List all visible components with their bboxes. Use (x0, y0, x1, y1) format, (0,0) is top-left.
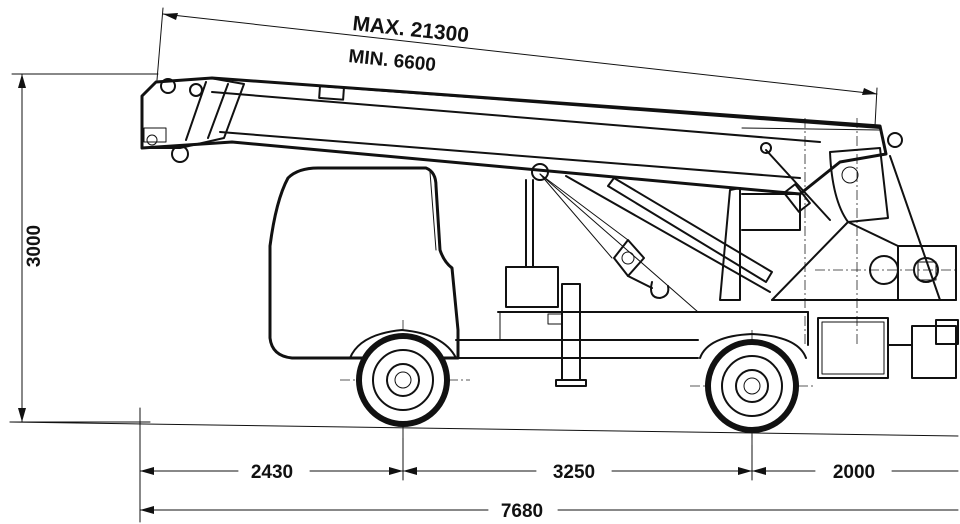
length-dimensions: 2430 3250 2000 7680 (139, 407, 959, 523)
boom-length-dimension: MAX. 21300 MIN. 6600 (156, 7, 878, 127)
boom-min-label: MIN. 6600 (347, 46, 436, 76)
height-dimension: 3000 (9, 73, 159, 423)
front-overhang-label: 2430 (251, 462, 293, 483)
crane-boom (140, 76, 888, 196)
ground-line (9, 421, 959, 437)
overall-length-label: 7680 (501, 501, 543, 522)
luffing-cylinder (565, 142, 831, 293)
rear-overhang-label: 2000 (833, 462, 875, 483)
hook-block (531, 163, 699, 313)
height-label: 3000 (24, 225, 45, 267)
truck-cab (268, 166, 460, 360)
truck-chassis (349, 179, 959, 387)
rear-wheel (705, 339, 799, 433)
front-wheel (356, 333, 450, 427)
wheelbase-label: 3250 (553, 462, 595, 483)
